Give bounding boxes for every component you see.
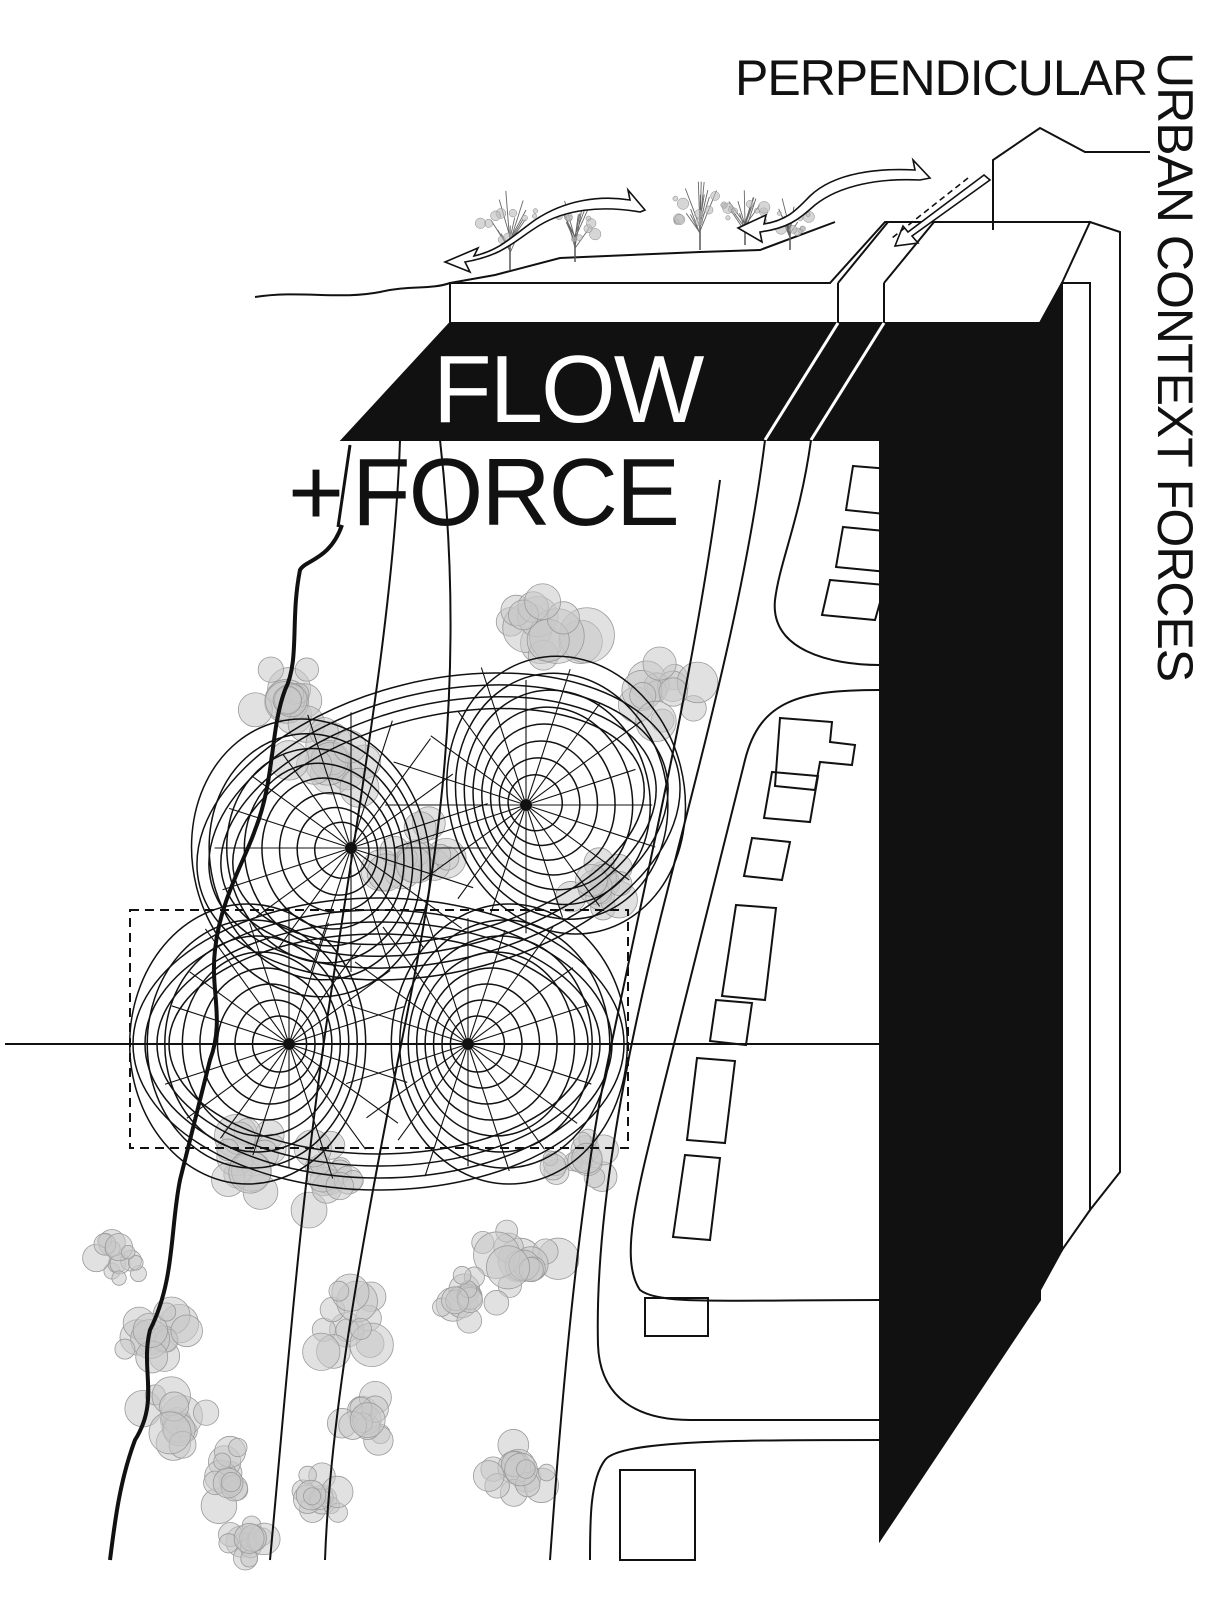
force-title: FORCE — [352, 439, 678, 546]
curved-arrow-icon — [445, 190, 645, 272]
tree-icon — [473, 1429, 558, 1506]
tree-icon — [673, 182, 726, 250]
building-footprints — [620, 466, 902, 1560]
tree-icon — [201, 1436, 248, 1523]
force-prefix: + — [288, 439, 342, 546]
tree-icon — [83, 1230, 147, 1286]
tree-icon — [540, 1129, 618, 1191]
perpendicular-label: PERPENDICULAR — [735, 50, 1147, 106]
block-top-surface — [450, 222, 1090, 323]
tree-icon — [303, 1274, 394, 1371]
tree-icon — [292, 1463, 353, 1523]
tree-icon — [211, 1114, 286, 1209]
dot-icon — [462, 1038, 474, 1050]
dot-icon — [283, 1038, 295, 1050]
tree-icon — [472, 1220, 579, 1297]
tree-icon — [125, 1377, 219, 1461]
tree-icon — [496, 584, 614, 670]
urban-context-forces-label: URBAN CONTEXT FORCES — [1147, 52, 1203, 681]
study-area-frame — [130, 910, 628, 1148]
dot-icon — [345, 842, 357, 854]
dot-icon — [520, 799, 532, 811]
perpendicular-leader — [993, 128, 1150, 230]
flow-title: FLOW — [433, 336, 705, 443]
